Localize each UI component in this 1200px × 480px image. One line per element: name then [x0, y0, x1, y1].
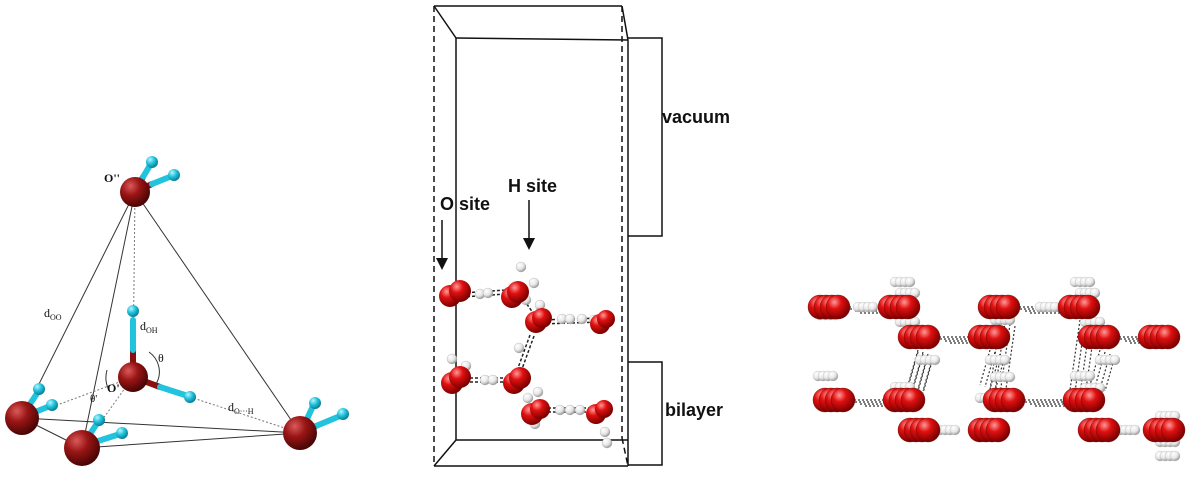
hydrogen-atom [827, 370, 839, 382]
hydrogen-atom [1169, 450, 1181, 462]
oxygen-atom [915, 417, 941, 443]
oxygen-atom [895, 294, 921, 320]
oxygen-atom [995, 294, 1021, 320]
oxygen-atom [1075, 294, 1101, 320]
oxygen-atom [900, 387, 926, 413]
label-o-center: O' [107, 381, 120, 395]
tetrahedral-geometry-panel: O'' O' dOO dOH θ θ' dO···H [0, 0, 380, 480]
label-vacuum: vacuum [662, 107, 730, 127]
oxygen-atom [1160, 417, 1186, 443]
theta-arc [148, 351, 160, 385]
tetrahedron-figure: O'' O' dOO dOH θ θ' dO···H [5, 156, 349, 466]
oxygen-atom [1095, 324, 1121, 350]
hydrogen-atom [1109, 354, 1121, 366]
bilayer-bracket [628, 361, 663, 466]
label-o-top: O'' [104, 171, 120, 185]
label-d-oo: dOO [44, 306, 62, 322]
theta-prime-arc [105, 369, 111, 393]
oxygen-atom [1155, 324, 1181, 350]
supercell-figure: vacuum bilayer O site H site [433, 5, 730, 467]
hydrogen-atom [904, 276, 916, 288]
supercell-panel: vacuum bilayer O site H site [400, 0, 800, 480]
oxygen-atom [985, 324, 1011, 350]
hydrogen-atom [929, 354, 941, 366]
label-theta-prime: θ' [90, 393, 97, 405]
oxygen-atom [915, 324, 941, 350]
hydrogen-atom [1004, 371, 1016, 383]
hydrogen-atom [949, 424, 961, 436]
oxygen-atoms [5, 177, 317, 466]
bilayer-oxygens [807, 294, 1186, 443]
oxygen-atom [1000, 387, 1026, 413]
oxygen-atom [985, 417, 1011, 443]
vacuum-bracket [628, 37, 663, 237]
hydrogen-atoms [33, 156, 349, 439]
supercell-oxygens [439, 280, 615, 425]
hydrogen-atom [1129, 424, 1141, 436]
label-h-site: H site [508, 176, 557, 196]
label-d-ohb: dO···H [228, 400, 254, 416]
bilayer-side-view-panel [800, 0, 1200, 480]
hydrogen-atom [999, 354, 1011, 366]
oxygen-atom [825, 294, 851, 320]
oh-bonds [19, 159, 343, 451]
oxygen-atom [1080, 387, 1106, 413]
cell-box-dashed [433, 6, 629, 467]
bilayer-figure [807, 276, 1186, 462]
tetrahedron-edges [21, 191, 301, 449]
hydrogen-atom [867, 301, 879, 313]
label-theta: θ [158, 351, 164, 365]
label-d-oh: dOH [140, 319, 158, 335]
hydrogen-atom [1084, 370, 1096, 382]
hydrogen-atom [1084, 276, 1096, 288]
label-o-site: O site [440, 194, 490, 214]
oxygen-atom [1095, 417, 1121, 443]
oxygen-atom [830, 387, 856, 413]
supercell-hydrogens [446, 261, 613, 449]
label-bilayer: bilayer [665, 400, 723, 420]
